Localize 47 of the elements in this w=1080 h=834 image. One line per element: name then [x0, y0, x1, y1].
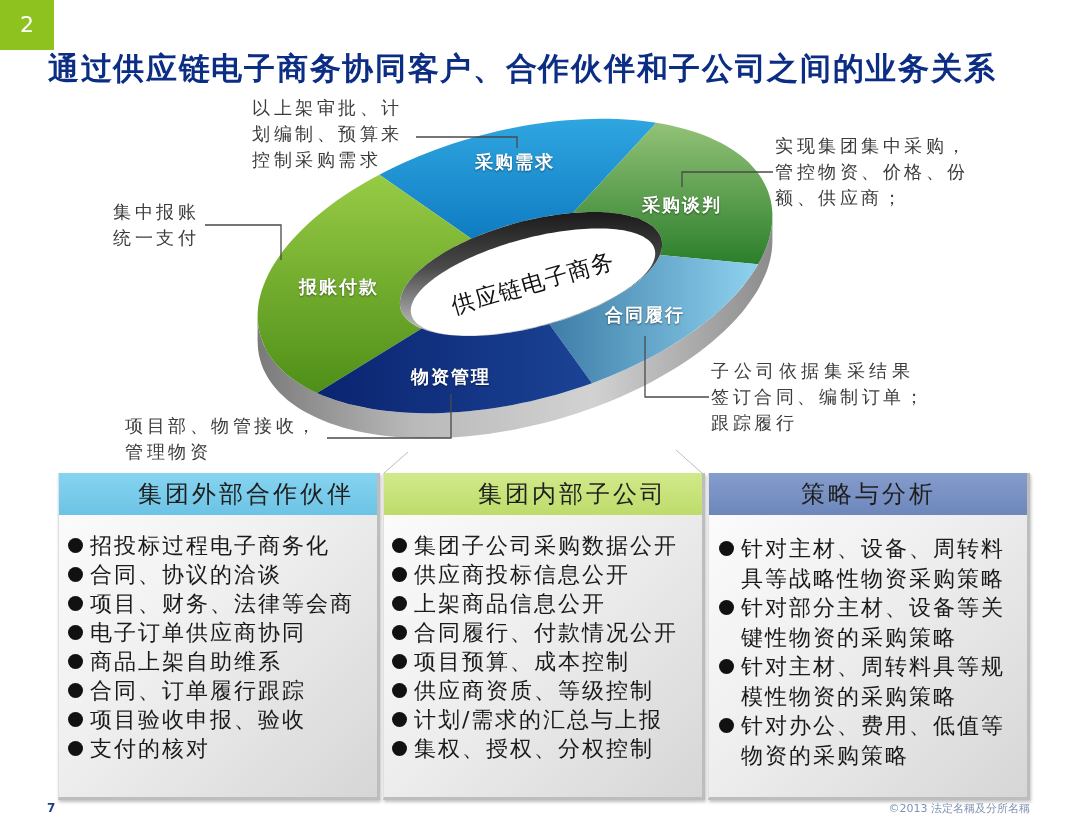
list-item: 供应商投标信息公开	[414, 561, 630, 589]
panel-header: 策略与分析	[709, 473, 1027, 515]
list-item: 项目预算、成本控制	[414, 648, 630, 676]
list-item: 电子订单供应商协同	[90, 619, 306, 647]
list-item: 项目验收申报、验收	[90, 706, 306, 734]
segment-label: 采购谈判	[642, 194, 722, 216]
leader-line	[204, 224, 282, 261]
panel-header: 集团外部合作伙伴	[59, 473, 377, 515]
callout-text: 实现集团集中采购，管控物资、价格、份额、供应商；	[775, 133, 975, 211]
callout-text: 集中报账统一支付	[113, 199, 203, 251]
list-item: 集团子公司采购数据公开	[414, 532, 678, 560]
list-item: 招投标过程电子商务化	[90, 532, 330, 560]
list-item: 商品上架自助维系	[90, 648, 282, 676]
segment-label: 物资管理	[411, 366, 491, 388]
list-item: 针对部分主材、设备等关键性物资的采购策略	[741, 594, 1006, 652]
info-panel	[383, 473, 705, 800]
segment-label: 合同履行	[605, 304, 685, 326]
list-item: 支付的核对	[90, 735, 210, 763]
callout-text: 以上架审批、计划编制、预算来控制采购需求	[252, 95, 414, 173]
list-item: 上架商品信息公开	[414, 590, 606, 618]
segment-label: 采购需求	[475, 151, 555, 173]
leader-line	[681, 171, 774, 188]
callout-text: 项目部、物管接收，管理物资	[125, 413, 325, 465]
list-item: 针对主材、周转料具等规模性物资的采购策略	[741, 653, 1006, 711]
leader-line	[644, 335, 710, 398]
section-badge: 2	[0, 0, 54, 50]
callout-text: 子公司依据集采结果签订合同、编制订单；跟踪履行	[711, 358, 928, 436]
info-panel	[58, 473, 380, 800]
list-item: 计划/需求的汇总与上报	[414, 706, 664, 734]
slide-title: 通过供应链电子商务协同客户、合作伙伴和子公司之间的业务关系	[48, 49, 997, 88]
list-item: 合同、订单履行跟踪	[90, 677, 306, 705]
segment-label: 报账付款	[299, 276, 379, 298]
panel-header: 集团内部子公司	[384, 473, 702, 515]
list-item: 针对主材、设备、周转料具等战略性物资采购策略	[741, 535, 1006, 593]
leader-line	[326, 393, 452, 439]
leader-line	[415, 136, 518, 149]
ring-segment	[316, 323, 592, 414]
page-number: 7	[47, 801, 56, 815]
list-item: 供应商资质、等级控制	[414, 677, 654, 705]
connector-line	[675, 449, 703, 474]
list-item: 项目、财务、法律等会商	[90, 590, 354, 618]
connector-line	[383, 451, 409, 474]
info-panel	[708, 473, 1030, 800]
list-item: 集权、授权、分权控制	[414, 735, 654, 763]
list-item: 针对办公、费用、低值等物资的采购策略	[741, 712, 1006, 770]
list-item: 合同、协议的洽谈	[90, 561, 282, 589]
list-item: 合同履行、付款情况公开	[414, 619, 678, 647]
